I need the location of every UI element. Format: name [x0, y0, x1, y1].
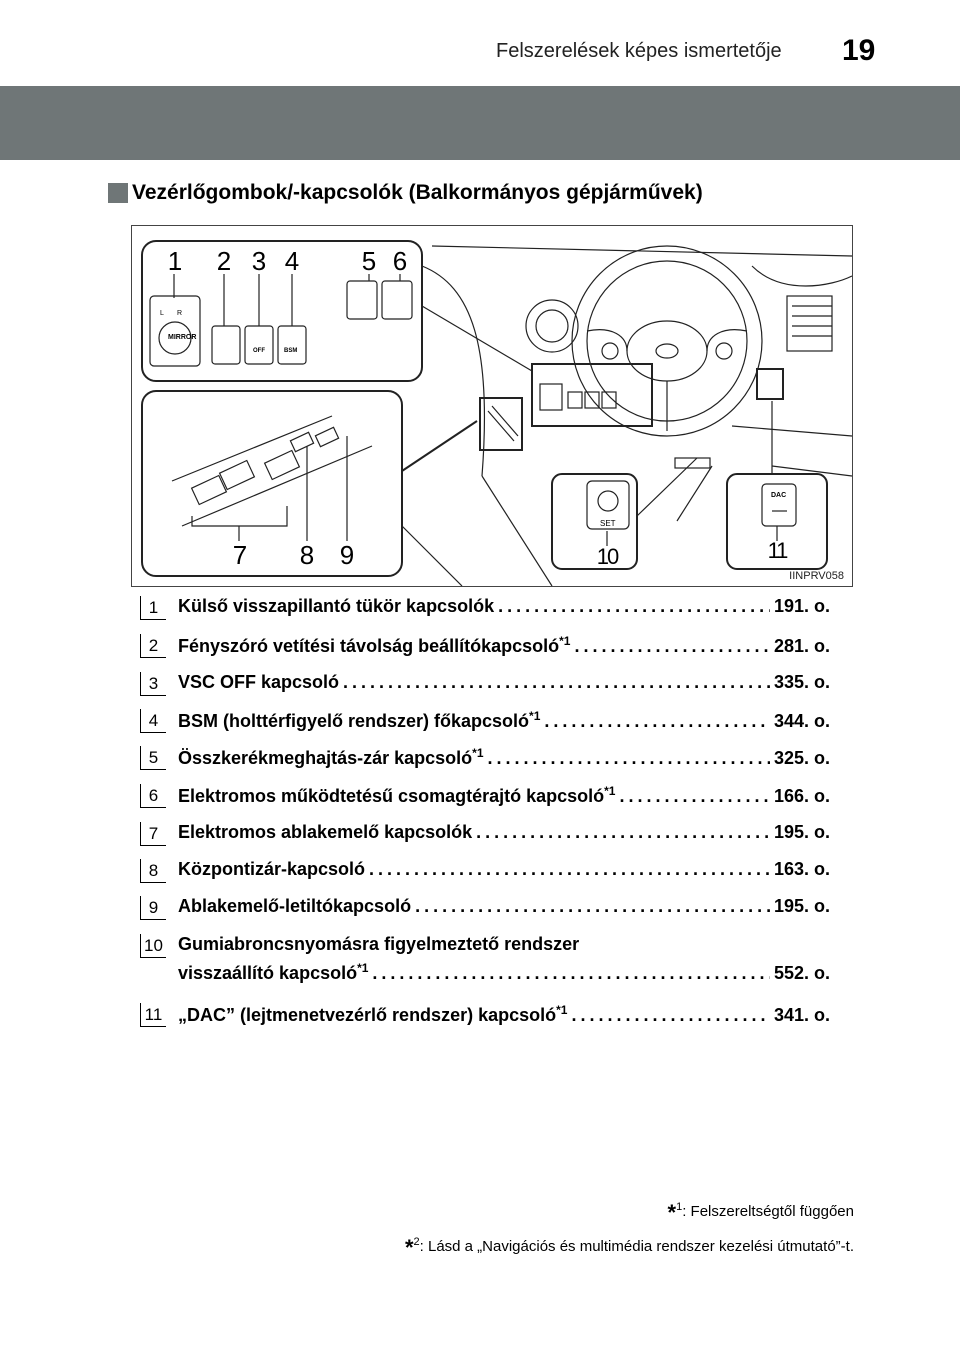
item-number: 6: [140, 784, 166, 808]
page-reference: 195. o.: [773, 896, 830, 916]
list-item: 3 VSC OFF kapcsoló .....................…: [140, 672, 830, 698]
footnote-text: : Felszereltségtől függően: [682, 1203, 854, 1220]
item-number: 7: [140, 822, 166, 846]
item-number: 2: [140, 634, 166, 658]
footnote-2: *2: Lásd a „Navigációs és multimédia ren…: [405, 1235, 854, 1261]
footnote-marker: *1: [529, 709, 541, 723]
leader-dots: ........................................…: [487, 748, 770, 768]
page-reference: 166. o.: [773, 786, 830, 806]
page-reference: 281. o.: [773, 636, 830, 656]
page-reference: 195. o.: [773, 822, 830, 842]
mirror-r-label: R: [177, 310, 183, 317]
item-label-line-1: Gumiabroncsnyomásra figyelmeztető rendsz…: [178, 934, 580, 954]
page-reference: 325. o.: [773, 748, 830, 768]
mirror-label: MIRROR: [168, 334, 197, 341]
header-band: [0, 86, 960, 160]
footnote-marker: *1: [559, 634, 571, 648]
section-heading-text: Vezérlőgombok/-kapcsolók (Balkormányos g…: [132, 181, 703, 204]
callout-3: 3: [251, 245, 267, 276]
item-label: Összkerékmeghajtás-zár kapcsoló: [178, 748, 473, 768]
item-label: Elektromos működtetésű csomagtérajtó kap…: [178, 786, 605, 806]
callout-11: 11: [767, 538, 789, 563]
list-item: 6 Elektromos működtetésű csomagtérajtó k…: [140, 784, 830, 810]
footnote-star: *: [667, 1200, 677, 1225]
leader-dots: ........................................…: [415, 896, 770, 916]
page-reference: 341. o.: [773, 1005, 830, 1025]
callout-1: 1: [167, 245, 183, 276]
item-number: 3: [140, 672, 166, 696]
callout-5: 5: [361, 245, 377, 276]
item-number: 5: [140, 746, 166, 770]
callout-4: 4: [284, 245, 300, 276]
item-label: BSM (holttérfigyelő rendszer) főkapcsoló: [178, 711, 530, 731]
list-item: 1 Külső visszapillantó tükör kapcsolók .…: [140, 596, 830, 622]
vsc-off-label: OFF: [253, 348, 265, 354]
page-reference: 552. o.: [773, 963, 830, 983]
footnote-text: : Lásd a „Navigációs és multimédia rends…: [419, 1238, 854, 1255]
callout-8: 8: [299, 539, 315, 570]
item-label: Külső visszapillantó tükör kapcsolók: [178, 596, 495, 616]
list-item: 2 Fényszóró vetítési távolság beállítóka…: [140, 634, 830, 660]
footnote-number: 2: [413, 1236, 420, 1248]
leader-dots: ........................................…: [372, 963, 770, 983]
footnote-marker: *1: [604, 784, 616, 798]
list-item: 9 Ablakemelő-letiltókapcsoló ...........…: [140, 896, 830, 922]
set-label: SET: [600, 519, 616, 528]
list-item: 5 Összkerékmeghajtás-zár kapcsoló*1 ....…: [140, 746, 830, 772]
list-item: 11 „DAC” (lejtmenetvezérlő rendszer) kap…: [140, 1003, 830, 1029]
dac-label: DAC: [771, 492, 787, 499]
item-number: 11: [140, 1003, 166, 1027]
leader-dots: ........................................…: [571, 1005, 770, 1025]
item-label: Elektromos ablakemelő kapcsolók: [178, 822, 473, 842]
footnote-marker: *1: [472, 746, 484, 760]
item-label: VSC OFF kapcsoló: [178, 672, 340, 692]
item-number: 8: [140, 859, 166, 883]
section-heading: Vezérlőgombok/-kapcsolók (Balkormányos g…: [108, 178, 703, 208]
item-label: „DAC” (lejtmenetvezérlő rendszer) kapcso…: [178, 1005, 557, 1025]
item-label: visszaállító kapcsoló: [178, 963, 358, 983]
leader-dots: ........................................…: [343, 672, 770, 692]
item-label: Ablakemelő-letiltókapcsoló: [178, 896, 412, 916]
leader-dots: ........................................…: [476, 822, 770, 842]
leader-dots: ........................................…: [544, 711, 770, 731]
list-item: 10 Gumiabroncsnyomásra figyelmeztető ren…: [140, 934, 830, 990]
item-label: Fényszóró vetítési távolság beállítókapc…: [178, 636, 560, 656]
figure-code: IINPRV058: [789, 570, 844, 582]
callout-6: 6: [392, 245, 408, 276]
mirror-l-label: L: [160, 310, 164, 317]
section-bullet-icon: [108, 183, 128, 203]
controls-illustration: MIRROR L R OFF BSM SET DAC 1 2 3 4 5 6 7…: [131, 225, 853, 587]
leader-dots: ........................................…: [619, 786, 770, 806]
footnote-number: 1: [676, 1201, 683, 1213]
bsm-label: BSM: [284, 348, 298, 354]
list-item: 8 Központizár-kapcsoló .................…: [140, 859, 830, 885]
list-item: 7 Elektromos ablakemelő kapcsolók ......…: [140, 822, 830, 848]
leader-dots: ........................................…: [574, 636, 770, 656]
leader-dots: ........................................…: [498, 596, 770, 616]
item-label: Központizár-kapcsoló: [178, 859, 366, 879]
page-reference: 191. o.: [773, 596, 830, 616]
dashboard-drawing: [141, 240, 852, 586]
callout-10: 10: [596, 544, 619, 569]
footnote-marker: *1: [357, 961, 369, 975]
running-header-title: Felszerelések képes ismertetője: [496, 40, 782, 62]
item-number: 9: [140, 896, 166, 920]
leader-dots: ........................................…: [369, 859, 770, 879]
item-number: 1: [140, 596, 166, 620]
page-reference: 335. o.: [773, 672, 830, 692]
footnote-star: *: [404, 1235, 414, 1260]
list-item: 4 BSM (holttérfigyelő rendszer) főkapcso…: [140, 709, 830, 735]
item-number: 10: [140, 934, 166, 958]
footnote-marker: *1: [556, 1003, 568, 1017]
item-number: 4: [140, 709, 166, 733]
callout-9: 9: [339, 539, 355, 570]
callout-7: 7: [232, 539, 248, 570]
page-reference: 163. o.: [773, 859, 830, 879]
footnote-1: *1: Felszereltségtől függően: [668, 1200, 854, 1226]
callout-2: 2: [216, 245, 232, 276]
page-number: 19: [842, 34, 876, 67]
page-reference: 344. o.: [773, 711, 830, 731]
